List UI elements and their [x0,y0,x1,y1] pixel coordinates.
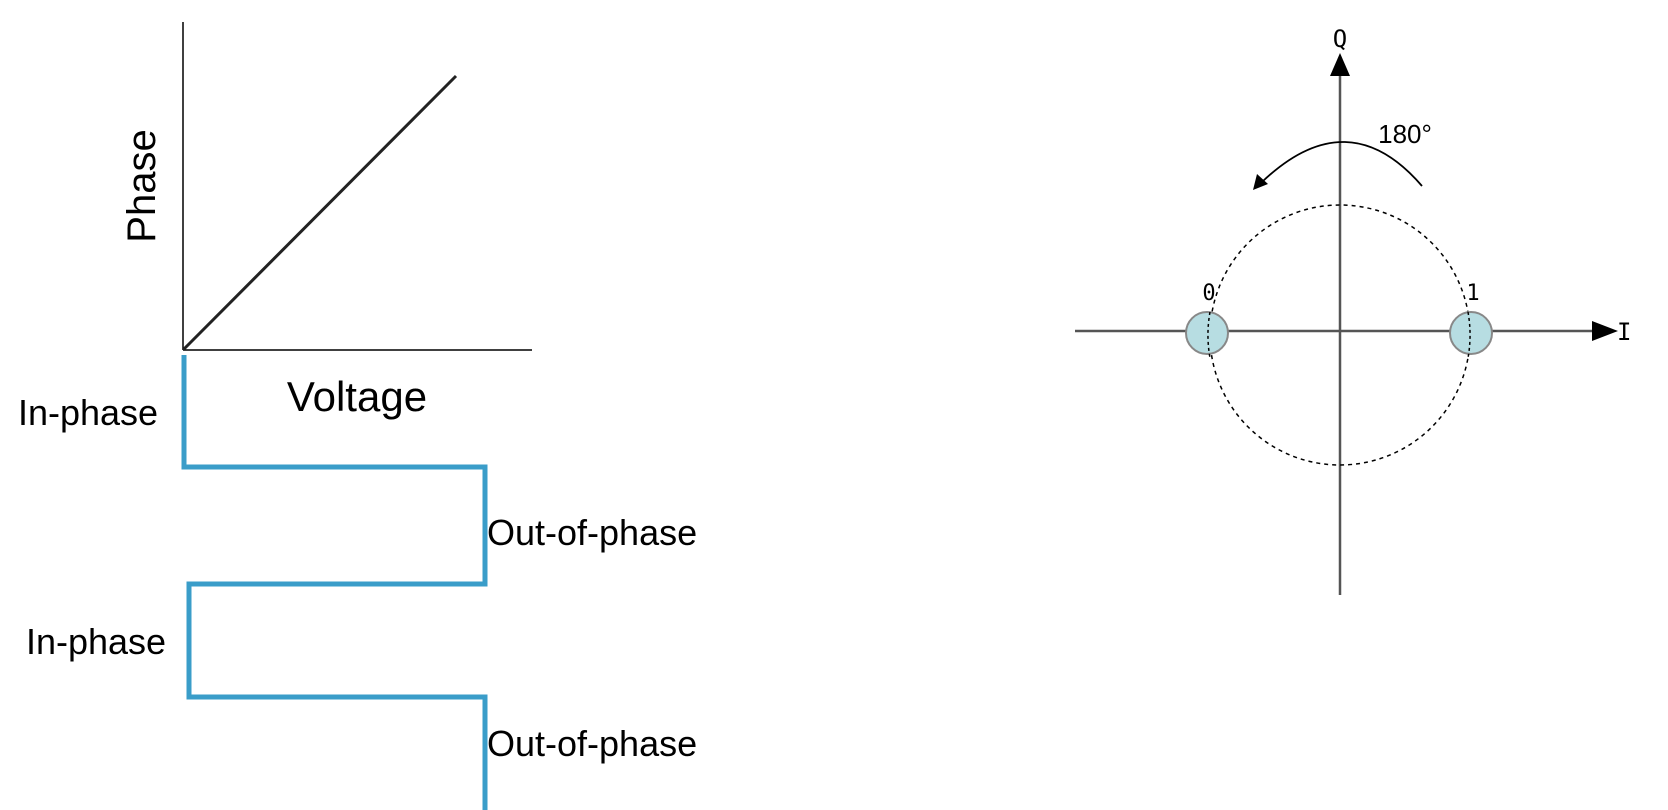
constellation-point-1 [1449,311,1493,355]
constellation-point-0 [1185,311,1229,355]
rotation-arrow [1261,141,1423,187]
phase-voltage-plot: Phase Voltage [120,22,532,420]
circle-over-point-0 [1207,311,1211,359]
i-axis-arrowhead [1592,321,1618,341]
x-axis-label: Voltage [287,373,427,420]
phase-label-3: In-phase [26,621,166,662]
y-axis-label: Phase [120,129,164,242]
i-axis-label: I [1617,318,1631,346]
phase-label-4: Out-of-phase [487,723,697,764]
point-0-label: 0 [1202,281,1215,306]
phase-sequence: In-phase Out-of-phase In-phase Out-of-ph… [18,355,697,810]
q-axis-arrowhead [1330,53,1350,76]
rotation-arrowhead [1253,174,1268,190]
phase-voltage-line [181,74,458,352]
phase-label-1: In-phase [18,392,158,433]
phase-label-2: Out-of-phase [487,512,697,553]
constellation-diagram: I Q 0 1 180° [1075,25,1631,595]
q-axis-label: Q [1333,25,1347,53]
point-1-label: 1 [1466,281,1479,306]
rotation-angle-label: 180° [1378,119,1432,149]
phase-sequence-line [181,355,488,810]
circle-over-point-1 [1467,311,1471,359]
